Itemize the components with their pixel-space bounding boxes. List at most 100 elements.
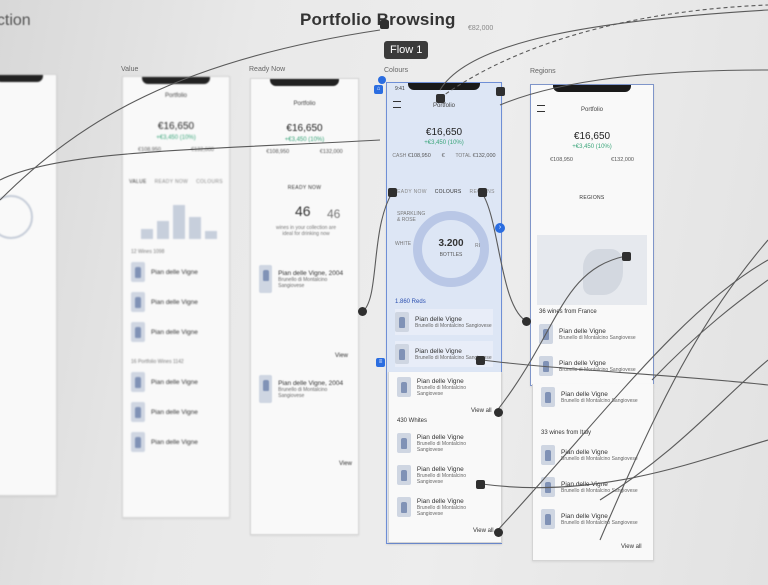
connection-node[interactable] — [436, 94, 445, 103]
tab-ready-now[interactable]: READY NOW — [393, 189, 427, 195]
connection-node[interactable] — [476, 480, 485, 489]
flow-wire — [0, 29, 381, 201]
portfolio-gain: +€3,450 (10%) — [284, 137, 325, 143]
cash-label: CASH — [392, 153, 407, 159]
bar — [157, 221, 169, 239]
connection-node[interactable] — [496, 87, 505, 96]
menu-icon[interactable] — [537, 105, 545, 112]
phone-notch — [270, 79, 339, 86]
chevron-right-icon[interactable]: › — [495, 223, 505, 233]
connection-node[interactable] — [494, 408, 503, 417]
wine-name: Pian delle Vigne — [151, 268, 198, 276]
tab-colours[interactable]: COLOURS — [434, 189, 462, 195]
wine-name: Pian delle Vigne — [151, 408, 198, 416]
cash-stat: CASH €108,950 — [392, 153, 430, 159]
tab-regions[interactable]: REGIONS — [579, 195, 605, 201]
bottle-icon — [395, 344, 409, 364]
phone-notch — [0, 75, 43, 82]
home-icon[interactable]: ⌂ — [374, 85, 383, 94]
page-title: Portfolio Browsing — [300, 10, 456, 29]
screen-header: Portfolio — [164, 93, 187, 99]
value-bar-chart — [123, 197, 229, 239]
connection-node[interactable] — [476, 356, 485, 365]
bar — [141, 229, 153, 239]
wine-sub: Brunello di Montalcino Sangiovese — [416, 440, 467, 453]
wine-sub: Brunello di Montalcino Sangiovese — [561, 455, 638, 462]
flow-wire — [361, 192, 393, 313]
wine-name: Pian delle Vigne — [416, 465, 464, 473]
flow-badge[interactable]: Flow 1 — [384, 41, 429, 59]
menu-icon[interactable] — [393, 101, 401, 108]
legend-white: WHITE — [395, 241, 412, 247]
wine-sub: Brunello di Montalcino Sangiovese — [416, 472, 467, 485]
wine-name: Pian delle Vigne — [416, 433, 464, 441]
view-all-link[interactable]: View all — [621, 544, 642, 550]
connection-node[interactable] — [358, 307, 367, 316]
view-all-link[interactable]: View all — [471, 408, 492, 414]
screen-value[interactable]: Portfolio €16,650 +€3,450 (10%) €108,950… — [122, 76, 230, 518]
screen-overview[interactable] — [0, 74, 57, 496]
total-value: €132,000 — [611, 157, 634, 163]
value-tabs[interactable]: VALUE READY NOW COLOURS — [123, 179, 229, 185]
wine-sub: Brunello di Montalcino Sangiovese — [561, 519, 638, 526]
wine-name: Pian delle Vigne, 2004 — [278, 269, 344, 277]
wine-name: Pian delle Vigne — [416, 377, 464, 385]
connection-node[interactable] — [388, 188, 397, 197]
tab-colours[interactable]: COLOURS — [196, 179, 223, 185]
tab-value[interactable]: VALUE — [129, 179, 147, 185]
list-item[interactable]: Pian delle Vigne — [131, 289, 221, 315]
list-item[interactable]: Pian delle Vigne — [131, 399, 221, 425]
ready-now-tabs[interactable]: READY NOW — [251, 185, 358, 191]
list-item[interactable]: Pian delle Vigne — [131, 259, 221, 285]
view-all-link[interactable]: View all — [473, 528, 494, 534]
connection-node[interactable] — [380, 20, 389, 29]
connection-node[interactable] — [522, 317, 531, 326]
view-link[interactable]: View — [339, 461, 352, 467]
phone-notch — [142, 77, 210, 84]
list-header: 12 Wines 1098 — [131, 249, 165, 255]
bottle-icon — [131, 372, 145, 392]
total-value: €132,000 — [191, 147, 214, 153]
connection-node[interactable] — [494, 528, 503, 537]
connection-node[interactable] — [622, 252, 631, 261]
view-link[interactable]: View — [335, 353, 348, 359]
legend-sparkling: SPARKLING & ROSE — [397, 211, 426, 223]
wine-sub: Brunello di Montalcino Sangiovese — [559, 334, 636, 341]
wine-name: Pian delle Vigne — [559, 359, 606, 367]
section-italy: 33 wines from Italy — [541, 430, 592, 436]
wine-name: Pian delle Vigne — [151, 438, 198, 446]
bottle-icon — [541, 387, 555, 407]
tab-ready-now[interactable]: READY NOW — [154, 179, 189, 185]
bottle-icon — [397, 497, 411, 517]
regions-tabs[interactable]: REGIONS — [531, 195, 653, 201]
flow-wire — [599, 239, 768, 541]
overlay-icon[interactable]: ≡ — [376, 358, 385, 367]
screen-ready-now[interactable]: Portfolio €16,650 +€3,450 (10%) €108,950… — [250, 78, 359, 535]
list-item[interactable]: Pian delle Vigne — [131, 319, 221, 345]
screen-regions[interactable]: Portfolio €16,650 +€3,450 (10%) €108,950… — [530, 84, 654, 386]
bottle-icon — [259, 265, 273, 293]
connection-node[interactable] — [478, 188, 487, 197]
bottle-icon — [397, 433, 411, 453]
flow-wire — [599, 359, 768, 501]
list-item[interactable]: Pian delle Vigne — [131, 429, 221, 455]
list-item[interactable]: Pian delle Vigne — [131, 369, 221, 395]
cash-value: €108,950 — [138, 147, 161, 153]
screen-header: Portfolio — [293, 101, 316, 107]
link-icon[interactable] — [378, 76, 386, 84]
wine-name: Pian delle Vigne — [561, 448, 608, 456]
tab-ready-now[interactable]: READY NOW — [287, 185, 322, 191]
